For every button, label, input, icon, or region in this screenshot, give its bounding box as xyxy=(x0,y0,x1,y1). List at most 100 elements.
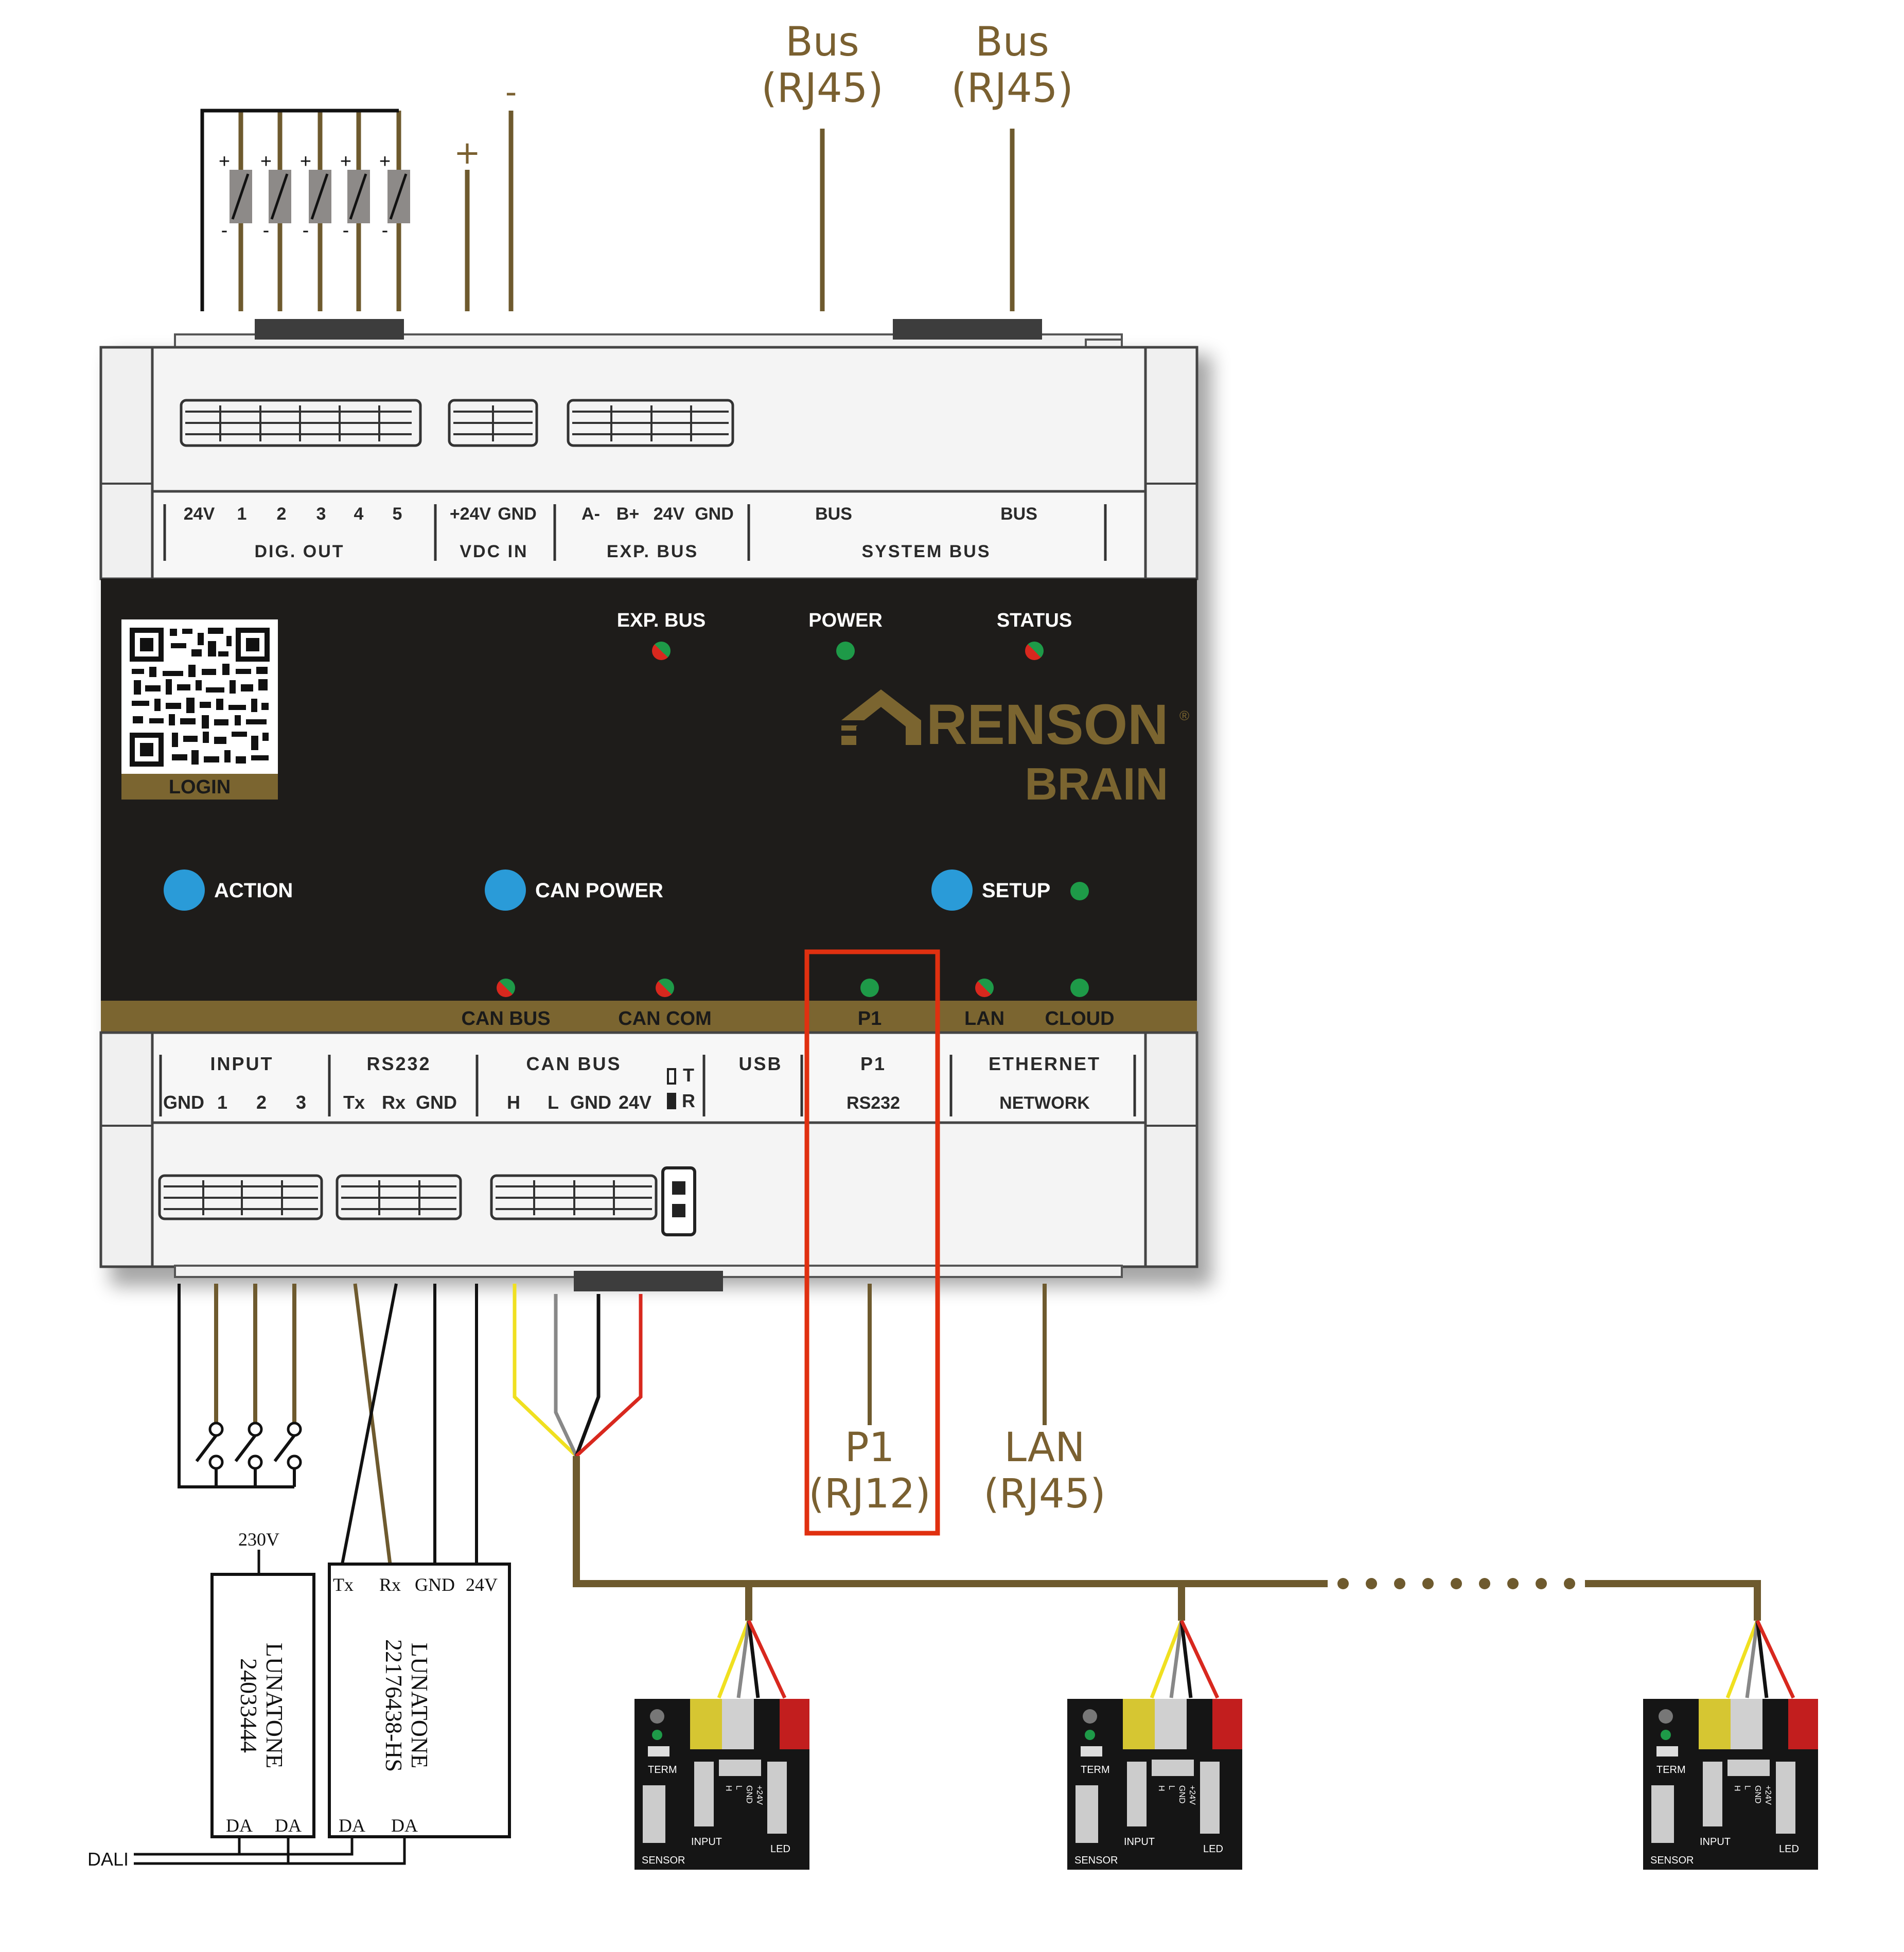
switch-contact xyxy=(248,1454,263,1470)
dig-out-pin-label: 2 xyxy=(277,504,287,524)
load-4 xyxy=(347,170,370,223)
load-3 xyxy=(309,170,331,223)
can-com-led xyxy=(656,979,674,997)
rs232-wiring xyxy=(341,1283,478,1565)
rs232-pin-label: GND xyxy=(416,1092,457,1113)
bus-label: Bus xyxy=(975,19,1049,65)
led-label-exp-bus: EXP. BUS xyxy=(617,610,706,631)
exp-bus-pin-label: 24V xyxy=(654,504,685,524)
setup-button[interactable] xyxy=(931,869,973,911)
lunatone-2-part: 22176438-HS xyxy=(381,1639,407,1772)
input-pin-label: 3 xyxy=(296,1092,306,1113)
minus-sign: - xyxy=(303,220,309,241)
module-pin-24v: +24V xyxy=(755,1785,764,1805)
can-power-button[interactable] xyxy=(485,869,526,911)
p1-connector-label: (RJ12) xyxy=(808,1471,930,1517)
minus-sign: - xyxy=(221,220,228,241)
login-qr-code[interactable]: LOGIN xyxy=(121,619,278,800)
din-clip-bottom xyxy=(574,1271,723,1291)
lan-port-label: LAN xyxy=(1004,1425,1085,1471)
system-bus-pin-label: BUS xyxy=(1000,504,1037,524)
exp-bus-title: EXP. BUS xyxy=(607,542,698,561)
module-pin-l: L xyxy=(734,1785,743,1790)
vdc-in-title: VDC IN xyxy=(460,542,528,561)
lan-connector-label: (RJ45) xyxy=(983,1471,1105,1517)
switch-contact xyxy=(208,1422,224,1437)
module-label-term: TERM xyxy=(1081,1764,1110,1776)
switch-contact xyxy=(287,1422,302,1437)
can-jumper-icon xyxy=(667,1068,676,1109)
input-title: INPUT xyxy=(210,1053,274,1074)
can-bus-led xyxy=(497,979,515,997)
da-terminal-label: DA xyxy=(275,1815,302,1836)
can-bus-wiring xyxy=(513,1284,1761,1621)
top-leds: EXP. BUS POWER STATUS xyxy=(617,610,1072,660)
module-pin-h: H xyxy=(1733,1785,1741,1791)
bottom-label-dividers xyxy=(159,1055,1136,1116)
qr-code-pattern xyxy=(130,628,270,767)
dig-out-pin-label: 3 xyxy=(316,504,326,524)
module-label-input: INPUT xyxy=(691,1836,722,1848)
p1-title: P1 xyxy=(860,1053,886,1074)
load-polarity: + + + + + - - - - - xyxy=(219,151,391,241)
can-termination-jumper[interactable] xyxy=(661,1166,696,1236)
plus-sign: + xyxy=(379,151,391,172)
led-label-power: POWER xyxy=(808,610,883,631)
bottom-terminal-slots xyxy=(164,1180,652,1215)
lunatone-1-name: LUNATONE xyxy=(261,1643,288,1768)
led-label-can-com: CAN COM xyxy=(618,1008,712,1030)
plus-sign: + xyxy=(219,151,230,172)
minus-sign: - xyxy=(263,220,270,241)
minus-sign: - xyxy=(343,220,349,241)
product-name: BRAIN xyxy=(1025,758,1168,809)
lunatone-power-supply: 230V LUNATONE 24033444 DA DA xyxy=(210,1529,315,1838)
system-bus-pin-label: BUS xyxy=(815,504,852,524)
input-wiring xyxy=(178,1284,302,1488)
exp-bus-led xyxy=(652,642,671,660)
module-label-led: LED xyxy=(1779,1843,1799,1855)
module-label-input: INPUT xyxy=(1124,1836,1155,1848)
din-clip-top xyxy=(255,319,404,340)
dig-out-pin-label: 4 xyxy=(354,504,364,524)
load-1 xyxy=(230,170,252,223)
bottom-port-annotations: P1 (RJ12) LAN (RJ45) xyxy=(808,1425,1105,1517)
can-modules: TERM SENSOR INPUT LED H L GND +24V xyxy=(634,1620,1818,1870)
p1-port-label: P1 xyxy=(845,1425,895,1471)
module-label-led: LED xyxy=(1203,1843,1223,1855)
da-terminal-label: DA xyxy=(391,1815,418,1836)
dali-label: DALI xyxy=(87,1849,129,1870)
action-button[interactable] xyxy=(164,869,205,911)
house-icon xyxy=(841,689,921,745)
ethernet-subtitle: NETWORK xyxy=(999,1093,1090,1113)
qr-login-label: LOGIN xyxy=(169,776,231,798)
top-label-dividers xyxy=(163,504,1107,561)
module-label-sensor: SENSOR xyxy=(1650,1855,1694,1866)
lunatone-pin-24v: 24V xyxy=(466,1574,498,1595)
led-label-strip xyxy=(101,1001,1197,1033)
load-5 xyxy=(387,170,410,223)
input-pin-label: GND xyxy=(163,1092,204,1113)
din-clip-top xyxy=(893,319,1042,340)
dig-out-pin-label: 5 xyxy=(393,504,402,524)
lan-led xyxy=(975,979,994,997)
ethernet-title: ETHERNET xyxy=(989,1053,1101,1074)
minus-sign: - xyxy=(382,220,389,241)
status-led xyxy=(1025,642,1044,660)
bottom-terminal-labels: INPUT GND 1 2 3 RS232 Tx Rx GND CAN BUS … xyxy=(163,1053,1101,1113)
exp-bus-pin-label: A- xyxy=(581,504,600,524)
p1-subtitle: RS232 xyxy=(847,1093,900,1113)
bus-label: Bus xyxy=(785,19,859,65)
system-bus-title: SYSTEM BUS xyxy=(861,542,991,561)
rs232-pin-label: Rx xyxy=(382,1092,406,1113)
lunatone-rs232-interface: Tx Rx GND 24V LUNATONE 22176438-HS DA DA xyxy=(328,1563,511,1838)
module-label-sensor: SENSOR xyxy=(1074,1855,1118,1866)
exp-bus-pin-label: GND xyxy=(695,504,734,524)
module-label-term: TERM xyxy=(1656,1764,1686,1776)
lunatone-pin-rx: Rx xyxy=(379,1574,401,1595)
plus-sign: + xyxy=(300,151,311,172)
led-label-p1: P1 xyxy=(858,1008,882,1030)
jumper-label-t: T xyxy=(683,1064,694,1086)
bottom-leds: CAN BUS CAN COM P1 LAN CLOUD xyxy=(461,979,1115,1030)
module-pin-gnd: GND xyxy=(745,1785,753,1804)
